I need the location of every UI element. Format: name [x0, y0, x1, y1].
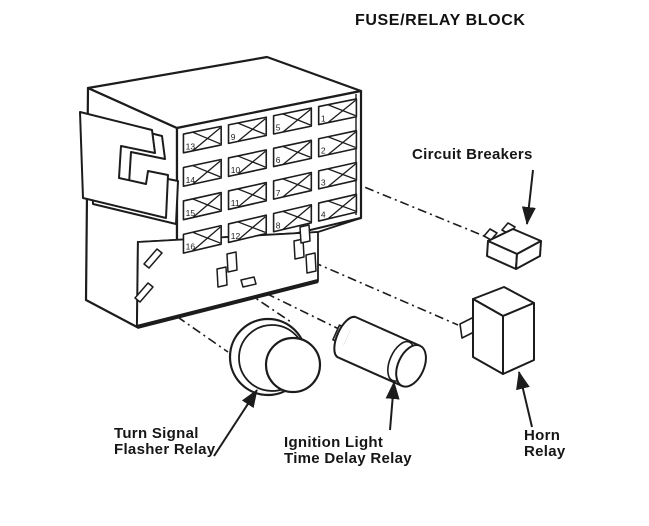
fuse-slot: 15 — [183, 193, 221, 220]
line-to-ignition-relay — [249, 285, 341, 330]
fuse-slot: 12 — [229, 215, 267, 242]
fuse-slot: 4 — [319, 194, 357, 221]
turn-signal-label: Turn Signal Flasher Relay — [114, 426, 215, 458]
fuse-slot: 5 — [274, 108, 312, 134]
socket-slot — [217, 267, 227, 287]
page-title: FUSE/RELAY BLOCK — [355, 12, 526, 29]
socket-slot — [300, 225, 310, 243]
horn-side — [503, 303, 534, 374]
circuit-breakers-label: Circuit Breakers — [412, 146, 533, 163]
fuse-number: 9 — [231, 132, 236, 142]
horn-label: Horn Relay — [524, 428, 566, 460]
circuit-breakers-arrow — [521, 170, 536, 225]
horn-relay — [460, 287, 534, 374]
line-to-flasher-relay — [230, 281, 291, 322]
fuse-slot: 6 — [274, 140, 312, 166]
fuse-slot: 9 — [229, 117, 267, 143]
fuse-number: 2 — [321, 145, 326, 155]
fuse-slot: 14 — [183, 159, 221, 186]
socket-slot — [135, 283, 153, 302]
fuse-number: 8 — [276, 220, 281, 230]
cylinder-left-cap — [329, 313, 356, 357]
mount-bracket — [80, 112, 178, 224]
fuse-slot: 7 — [274, 173, 312, 200]
socket-slot — [227, 252, 237, 272]
line-to-horn-relay — [313, 262, 458, 325]
socket-slot — [294, 239, 304, 259]
turn-signal-label-line1: Turn Signal — [114, 425, 199, 442]
fuse-number: 11 — [231, 198, 240, 208]
fuse-slot: 16 — [183, 226, 221, 253]
fuse-number: 6 — [276, 155, 281, 165]
fuse-number: 1 — [321, 113, 326, 123]
breaker-tab — [484, 229, 497, 240]
fuse-number: 14 — [186, 175, 196, 185]
panel-bottom-edge — [137, 281, 318, 327]
socket-panel — [137, 232, 318, 327]
turn-signal-arrow — [214, 389, 257, 456]
fuse-slot: 1 — [319, 99, 357, 125]
ignition-arrow — [385, 381, 400, 430]
bracket-front — [80, 112, 168, 218]
horn-arrow — [516, 371, 532, 427]
fuse-number: 13 — [186, 141, 196, 151]
fuse-number: 3 — [321, 178, 326, 188]
ignition-label-line2: Time Delay Relay — [284, 450, 412, 467]
turn-signal-flasher-relay — [230, 319, 320, 395]
turn-signal-label-line2: Flasher Relay — [114, 441, 216, 458]
socket-slots — [135, 225, 316, 302]
flasher-front — [266, 338, 320, 392]
fuse-slot: 10 — [229, 150, 267, 177]
fuse-slot: 8 — [274, 205, 312, 232]
horn-label-line1: Horn — [524, 427, 561, 444]
fuse-number: 10 — [231, 165, 241, 175]
label-arrows — [214, 170, 536, 456]
line-from-left-sockets — [146, 295, 228, 352]
circuit-breaker — [484, 223, 541, 269]
socket-slot — [144, 249, 162, 268]
fuse-number: 5 — [276, 123, 281, 133]
ignition-light-time-delay-relay — [327, 312, 432, 391]
ignition-label: Ignition Light Time Delay Relay — [284, 435, 412, 467]
socket-slot — [241, 277, 256, 287]
fuse-number: 4 — [321, 210, 326, 220]
cylinder-end-cap — [390, 340, 432, 391]
fuse-number: 7 — [276, 188, 281, 198]
breaker-side — [516, 241, 541, 269]
fuse-slot: 3 — [319, 163, 357, 189]
ignition-label-line1: Ignition Light — [284, 434, 384, 451]
fuse-number: 16 — [186, 242, 196, 252]
fuse-number: 15 — [186, 208, 196, 218]
fuse-slot: 2 — [319, 131, 357, 157]
cylinder-top-line — [356, 317, 420, 345]
horn-label-line2: Relay — [524, 443, 566, 460]
fuse-number: 12 — [231, 231, 241, 241]
fuse-slot: 11 — [229, 183, 267, 210]
fuse-slot: 13 — [183, 126, 221, 152]
socket-slot — [306, 253, 316, 273]
